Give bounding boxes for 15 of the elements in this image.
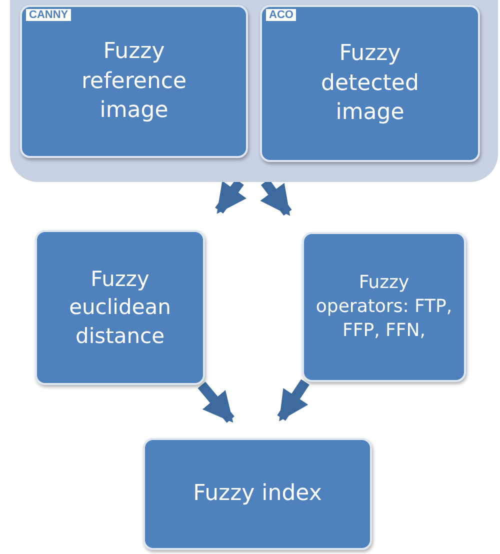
- method-tag: ACO: [266, 9, 296, 21]
- box-label: Fuzzy detected image: [320, 40, 420, 128]
- process-box: [143, 438, 372, 550]
- process-box: [35, 230, 205, 385]
- process-box: [260, 5, 480, 162]
- method-tag: CANNY: [26, 9, 72, 21]
- arrow: [277, 379, 310, 422]
- arrow: [198, 382, 234, 423]
- box-label: Fuzzy operators: FTP, FFP, FFN,: [314, 270, 454, 344]
- box-label: Fuzzy euclidean distance: [68, 266, 172, 350]
- group-band: [10, 0, 498, 182]
- box-label: Fuzzy reference image: [80, 38, 188, 126]
- process-box: [20, 5, 248, 158]
- box-label: Fuzzy index: [193, 480, 322, 508]
- process-box: [302, 232, 466, 382]
